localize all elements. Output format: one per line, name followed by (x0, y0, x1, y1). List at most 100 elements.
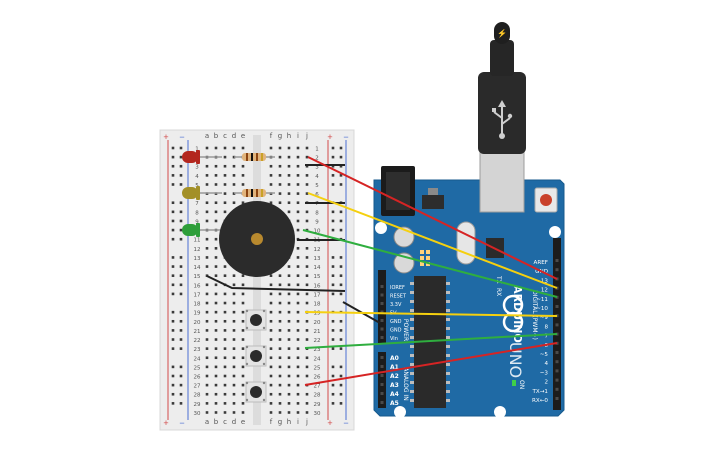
breadboard-hole[interactable] (269, 365, 273, 369)
breadboard-hole[interactable] (241, 201, 245, 205)
breadboard-hole[interactable] (269, 183, 273, 186)
rail-hole[interactable] (331, 164, 335, 168)
breadboard-hole[interactable] (214, 274, 218, 277)
breadboard-hole[interactable] (214, 183, 218, 186)
breadboard-hole[interactable] (214, 301, 218, 305)
breadboard-hole[interactable] (305, 402, 309, 405)
breadboard-hole[interactable] (269, 319, 273, 323)
rail-hole[interactable] (171, 164, 175, 168)
breadboard-hole[interactable] (305, 274, 309, 277)
rail-hole[interactable] (331, 383, 335, 387)
rail-hole[interactable] (171, 155, 175, 159)
breadboard-hole[interactable] (296, 201, 300, 205)
rail-hole[interactable] (339, 292, 343, 296)
power-pin-socket[interactable] (380, 310, 384, 314)
breadboard-hole[interactable] (205, 219, 209, 223)
rail-hole[interactable] (179, 237, 183, 241)
breadboard-hole[interactable] (223, 338, 227, 341)
breadboard-hole[interactable] (205, 356, 209, 360)
breadboard-hole[interactable] (287, 210, 291, 214)
rail-hole[interactable] (171, 292, 175, 296)
breadboard-hole[interactable] (241, 292, 245, 296)
breadboard-hole[interactable] (305, 174, 309, 177)
breadboard-hole[interactable] (241, 329, 245, 332)
breadboard-hole[interactable] (296, 274, 300, 277)
rail-hole[interactable] (331, 365, 335, 369)
analog-header[interactable] (378, 352, 386, 408)
breadboard-hole[interactable] (296, 265, 300, 268)
rail-hole[interactable] (179, 146, 183, 150)
breadboard-hole[interactable] (296, 164, 300, 168)
breadboard-hole[interactable] (278, 155, 282, 159)
analog-pin-socket[interactable] (380, 365, 384, 368)
breadboard-hole[interactable] (241, 283, 245, 287)
rail-hole[interactable] (179, 292, 183, 296)
rail-hole[interactable] (339, 155, 343, 159)
breadboard-hole[interactable] (269, 301, 273, 305)
breadboard-hole[interactable] (232, 183, 236, 186)
rail-hole[interactable] (171, 228, 175, 232)
breadboard-hole[interactable] (278, 319, 282, 323)
digital-pin-socket[interactable] (555, 351, 559, 354)
breadboard-hole[interactable] (223, 402, 227, 405)
breadboard-hole[interactable] (296, 411, 300, 414)
breadboard-hole[interactable] (278, 374, 282, 378)
rail-hole[interactable] (179, 228, 183, 232)
breadboard-hole[interactable] (232, 164, 236, 168)
breadboard-hole[interactable] (269, 347, 273, 350)
breadboard-hole[interactable] (205, 374, 209, 378)
breadboard-hole[interactable] (205, 183, 209, 186)
breadboard-hole[interactable] (232, 383, 236, 387)
rail-hole[interactable] (331, 292, 335, 296)
breadboard-hole[interactable] (232, 310, 236, 314)
pushbutton[interactable] (245, 309, 267, 331)
breadboard-hole[interactable] (205, 319, 209, 323)
rail-hole[interactable] (331, 338, 335, 341)
breadboard-hole[interactable] (305, 374, 309, 378)
breadboard-hole[interactable] (287, 183, 291, 186)
breadboard-hole[interactable] (287, 383, 291, 387)
rail-hole[interactable] (179, 392, 183, 396)
breadboard-hole[interactable] (296, 183, 300, 186)
rail-hole[interactable] (339, 146, 343, 150)
breadboard-hole[interactable] (305, 146, 309, 150)
rail-hole[interactable] (339, 274, 343, 277)
wire-red-led[interactable] (307, 156, 558, 280)
breadboard-hole[interactable] (214, 329, 218, 332)
breadboard-hole[interactable] (305, 292, 309, 296)
breadboard-hole[interactable] (287, 174, 291, 177)
rail-hole[interactable] (331, 155, 335, 159)
rail-hole[interactable] (171, 365, 175, 369)
breadboard-hole[interactable] (205, 265, 209, 268)
breadboard-hole[interactable] (214, 392, 218, 396)
power-pin-socket[interactable] (380, 336, 384, 339)
breadboard-hole[interactable] (223, 365, 227, 369)
breadboard-hole[interactable] (214, 402, 218, 405)
breadboard-hole[interactable] (278, 183, 282, 186)
rail-hole[interactable] (339, 210, 343, 214)
breadboard-hole[interactable] (296, 192, 300, 195)
digital-pin-socket[interactable] (555, 305, 559, 308)
breadboard-hole[interactable] (287, 402, 291, 405)
breadboard-hole[interactable] (287, 274, 291, 277)
breadboard-hole[interactable] (205, 392, 209, 396)
breadboard-hole[interactable] (214, 283, 218, 287)
breadboard-hole[interactable] (205, 237, 209, 241)
rail-hole[interactable] (171, 237, 175, 241)
breadboard-hole[interactable] (296, 402, 300, 405)
breadboard[interactable]: 1122334455667788991010111112121313141415… (159, 129, 355, 431)
breadboard-hole[interactable] (241, 301, 245, 305)
rail-hole[interactable] (339, 174, 343, 177)
rail-hole[interactable] (339, 383, 343, 387)
breadboard-hole[interactable] (232, 374, 236, 378)
arduino-uno-board[interactable]: ⚡ ARDUINO UNO TX RX (373, 22, 565, 418)
breadboard-hole[interactable] (223, 319, 227, 323)
wire-yellow-led[interactable] (307, 192, 558, 289)
breadboard-hole[interactable] (287, 374, 291, 378)
breadboard-hole[interactable] (305, 210, 309, 214)
digital-pin-socket[interactable] (555, 369, 559, 373)
breadboard-hole[interactable] (278, 301, 282, 305)
breadboard-hole[interactable] (232, 356, 236, 360)
analog-pin-socket[interactable] (380, 383, 384, 386)
rail-hole[interactable] (171, 210, 175, 214)
